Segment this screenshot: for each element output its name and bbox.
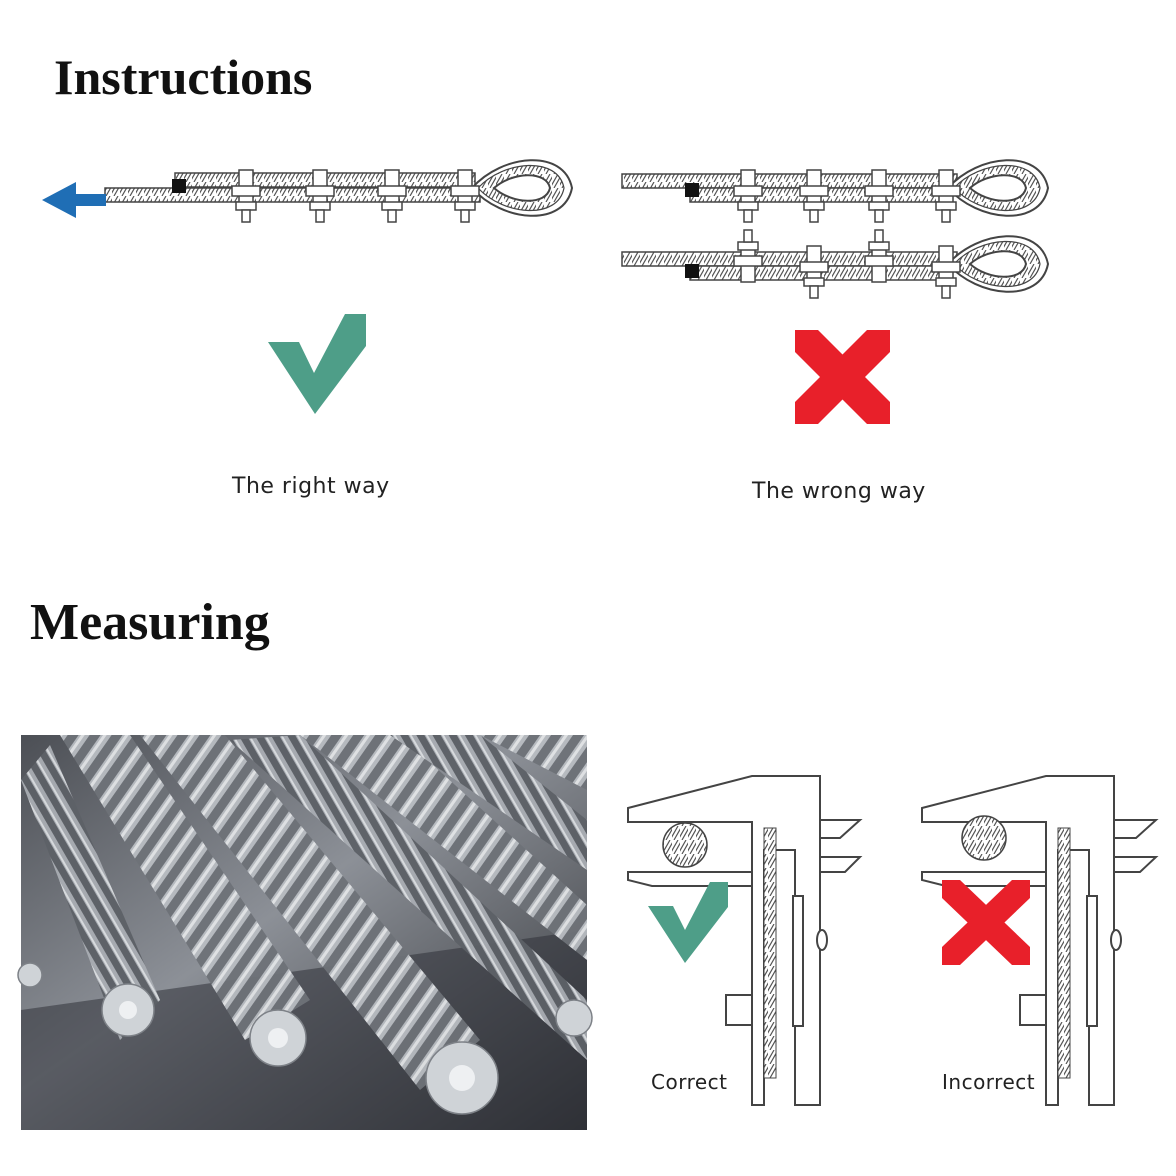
arrow-left-icon [42, 182, 106, 218]
caliper-incorrect [921, 775, 1159, 1106]
instructions-heading: Instructions [54, 49, 313, 105]
correct-caption: Correct [651, 1070, 728, 1094]
caliper-correct [627, 775, 863, 1106]
wrong-way-assembly-1 [621, 159, 1049, 223]
incorrect-caption: Incorrect [942, 1070, 1036, 1094]
wrong-way-caption: The wrong way [752, 479, 926, 504]
wrong-way-assembly-2 [621, 229, 1049, 299]
right-way-caption: The right way [232, 474, 390, 499]
cross-icon [795, 330, 890, 424]
incorrect-cross-icon [942, 880, 1030, 965]
measuring-heading: Measuring [30, 594, 270, 651]
right-way-assembly [104, 159, 573, 223]
correct-check-icon [648, 882, 728, 963]
check-icon [268, 314, 366, 414]
wire-rope-photo [17, 735, 593, 1130]
